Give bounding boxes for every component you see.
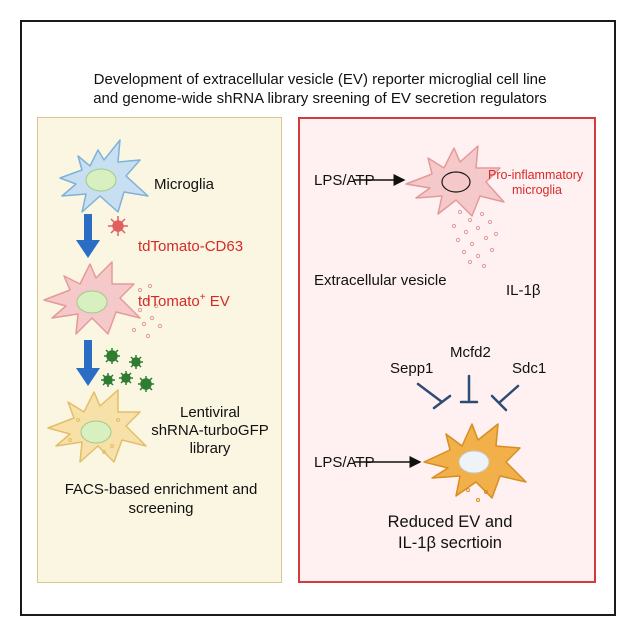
label-reduced-line-2: IL-1β secrtioin (398, 534, 502, 552)
label-library-line-2: shRNA-turboGFP (151, 422, 269, 439)
label-library-line-1: Lentiviral (179, 404, 241, 421)
microglia-cell-orange (423, 423, 527, 499)
blue-arrow-2 (76, 340, 100, 386)
label-facs-line-2: screening (128, 500, 194, 517)
label-reduced: Reduced EV and IL-1β secrtioin (350, 512, 550, 554)
title-line-2: and genome-wide shRNA library sreening o… (93, 90, 547, 107)
inhibitor-sepp1 (416, 382, 452, 410)
inhibitor-mcfd2 (459, 374, 479, 404)
label-proinflammatory: Pro-inflammatory microglia (488, 168, 583, 198)
ev-dots-yellow (68, 418, 120, 454)
ev-dots-left (131, 283, 163, 339)
microglia-cell-yellow (47, 389, 147, 463)
label-il1b: IL-1β (506, 282, 541, 299)
label-sepp1: Sepp1 (390, 360, 434, 377)
blue-arrow-1 (76, 214, 100, 258)
title-line-1: Development of extracellular vesicle (EV… (93, 71, 547, 88)
label-mcfd2: Mcfd2 (450, 344, 491, 361)
label-lps-atp-top: LPS/ATP (314, 172, 375, 189)
label-extracellular-vesicle: Extracellular vesicle (314, 272, 447, 289)
label-proinflammatory-line-2: microglia (512, 183, 563, 197)
microglia-cell-pink (43, 261, 141, 335)
label-tdtomato-ev-tail: EV (205, 293, 230, 310)
label-lps-atp-bottom: LPS/ATP (314, 454, 375, 471)
red-virus-icon (108, 216, 128, 236)
label-library: Lentiviral shRNA-turboGFP library (150, 404, 270, 458)
green-virus-icons (101, 348, 154, 392)
label-facs: FACS-based enrichment and screening (42, 480, 280, 518)
label-proinflammatory-line-1: Pro-inflammatory (488, 168, 584, 182)
label-tdtomato-ev-sup: + (199, 292, 206, 303)
label-microglia: Microglia (154, 176, 215, 193)
label-tdtomato-ev: tdTomato+ EV (138, 292, 230, 310)
label-facs-line-1: FACS-based enrichment and (64, 481, 258, 498)
label-tdtomato-cd63: tdTomato-CD63 (138, 238, 244, 255)
inhibitor-sdc1 (490, 384, 520, 412)
label-sdc1: Sdc1 (512, 360, 547, 377)
label-library-line-3: library (189, 440, 231, 457)
label-tdtomato-ev-main: tdTomato (138, 293, 200, 310)
microglia-cell-blue (59, 139, 149, 213)
label-reduced-line-1: Reduced EV and (387, 513, 513, 531)
ev-dots-orange (466, 488, 488, 502)
outer-frame (20, 20, 616, 616)
ev-dots-right (451, 209, 499, 269)
proinflammatory-microglia-cell (405, 145, 505, 217)
